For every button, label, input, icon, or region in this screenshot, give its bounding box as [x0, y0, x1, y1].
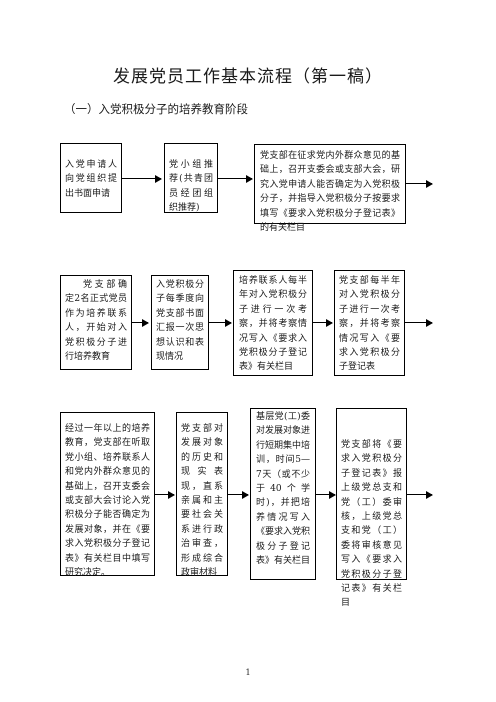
step-box-application: 入党申请人向党组织提出书面申请 [60, 143, 122, 213]
step-box-branch-confirm-activist: 党支部在征求党内外群众意见的基础上，召开支委会或支部大会，研究入党申请人能否确定… [254, 144, 406, 233]
flow-arrow [122, 174, 162, 183]
flow-arrow [155, 490, 175, 499]
section-heading: （一）入党积极分子的培养教育阶段 [64, 102, 248, 116]
step-box-branch-review: 党支部每半年对入党积极分子进行一次考察，并将考察情况写入《要求入党积极分子登记表 [334, 270, 405, 376]
flow-arrow [228, 490, 249, 499]
step-box-assign-contacts: 党支部确定2名正式党员作为培养联系人，开始对入党积极分子进行培养教育 [60, 275, 132, 370]
flow-arrow [407, 490, 433, 499]
flow-arrow [218, 174, 253, 183]
flow-arrow [132, 318, 149, 327]
flow-arrow [313, 318, 333, 327]
flow-arrow [405, 318, 433, 327]
document-title: 发展党员工作基本流程（第一稿） [113, 67, 383, 87]
page-number: 1 [245, 668, 251, 677]
step-box-contact-review: 培养联系人每半年对入党积极分子进行一次考察，并将考察情况写入《要求入党积极分子登… [233, 270, 313, 376]
step-box-party-group-recommend: 党小组推荐(共青团员经团组织推荐) [164, 143, 218, 213]
step-box-quarterly-report: 入党积极分子每季度向党支部书面汇报一次思想认识和表现情况 [151, 275, 209, 370]
flow-arrow [209, 318, 232, 327]
flow-arrow [316, 490, 336, 499]
step-box-short-training: 基层党(工)委对发展对象进行短期集中培训，时间5—7天（或不少于40个学时)，并… [250, 408, 316, 580]
step-box-upper-committee-review: 党支部将《要求入党积极分子登记表》报上级党总支和党（工）委审核，上级党总支和党（… [336, 408, 407, 608]
step-box-development-target: 经过一年以上的培养教育，党支部在听取党小组、培养联系人和党内外群众意见的基础上，… [60, 412, 155, 578]
step-box-political-review: 党支部对发展对象的历史和现实表现，直系亲属和主要社会关系进行政治审查，形成综合政… [176, 412, 228, 578]
flow-arrow [406, 179, 433, 188]
